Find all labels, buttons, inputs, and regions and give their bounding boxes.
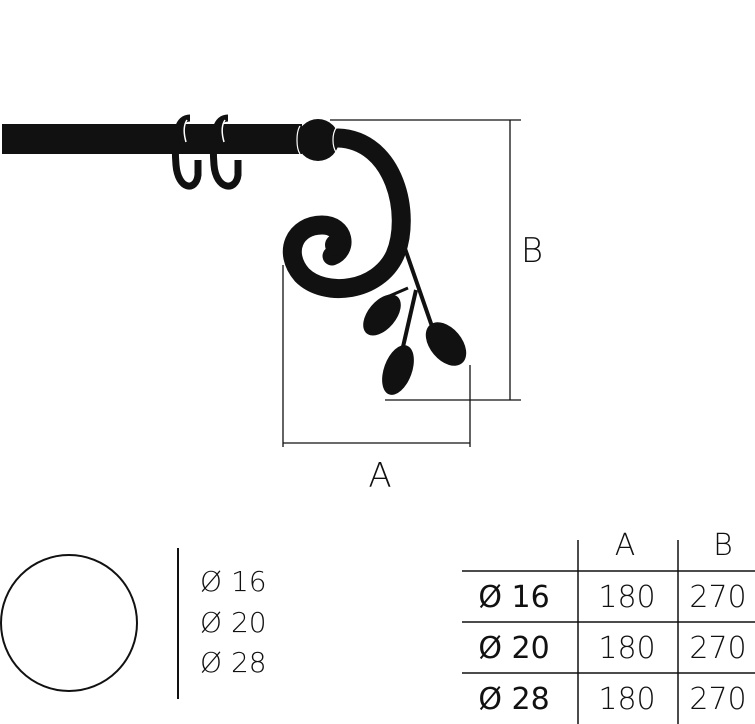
rod-cross-section <box>0 554 138 692</box>
diameter-option: Ø 28 <box>200 646 267 679</box>
table-header-b: B <box>713 528 733 563</box>
table-row-size: Ø 20 <box>478 631 550 666</box>
finial-knob <box>297 119 339 161</box>
diameter-option: Ø 16 <box>200 565 267 598</box>
table-header-a: A <box>614 528 636 563</box>
dimension-a-label: A <box>368 456 392 496</box>
table-cell-b: 270 <box>689 631 747 666</box>
table-row-size: Ø 16 <box>478 580 550 615</box>
curtain-rod <box>2 124 302 154</box>
table-grid <box>462 540 755 724</box>
table-cell-a: 180 <box>598 580 656 615</box>
table-cell-b: 270 <box>689 580 747 615</box>
scroll-bracket <box>282 128 411 298</box>
dimension-lines <box>282 119 521 447</box>
table-cell-b: 270 <box>689 682 747 717</box>
table-cell-a: 180 <box>598 682 656 717</box>
table-row-size: Ø 28 <box>478 682 550 717</box>
leaf-branch <box>363 239 467 395</box>
dimension-b-label: B <box>520 231 544 271</box>
table-cell-a: 180 <box>598 631 656 666</box>
curtain-ring <box>171 114 202 190</box>
curtain-ring <box>209 114 242 190</box>
diameter-option: Ø 20 <box>200 606 267 639</box>
